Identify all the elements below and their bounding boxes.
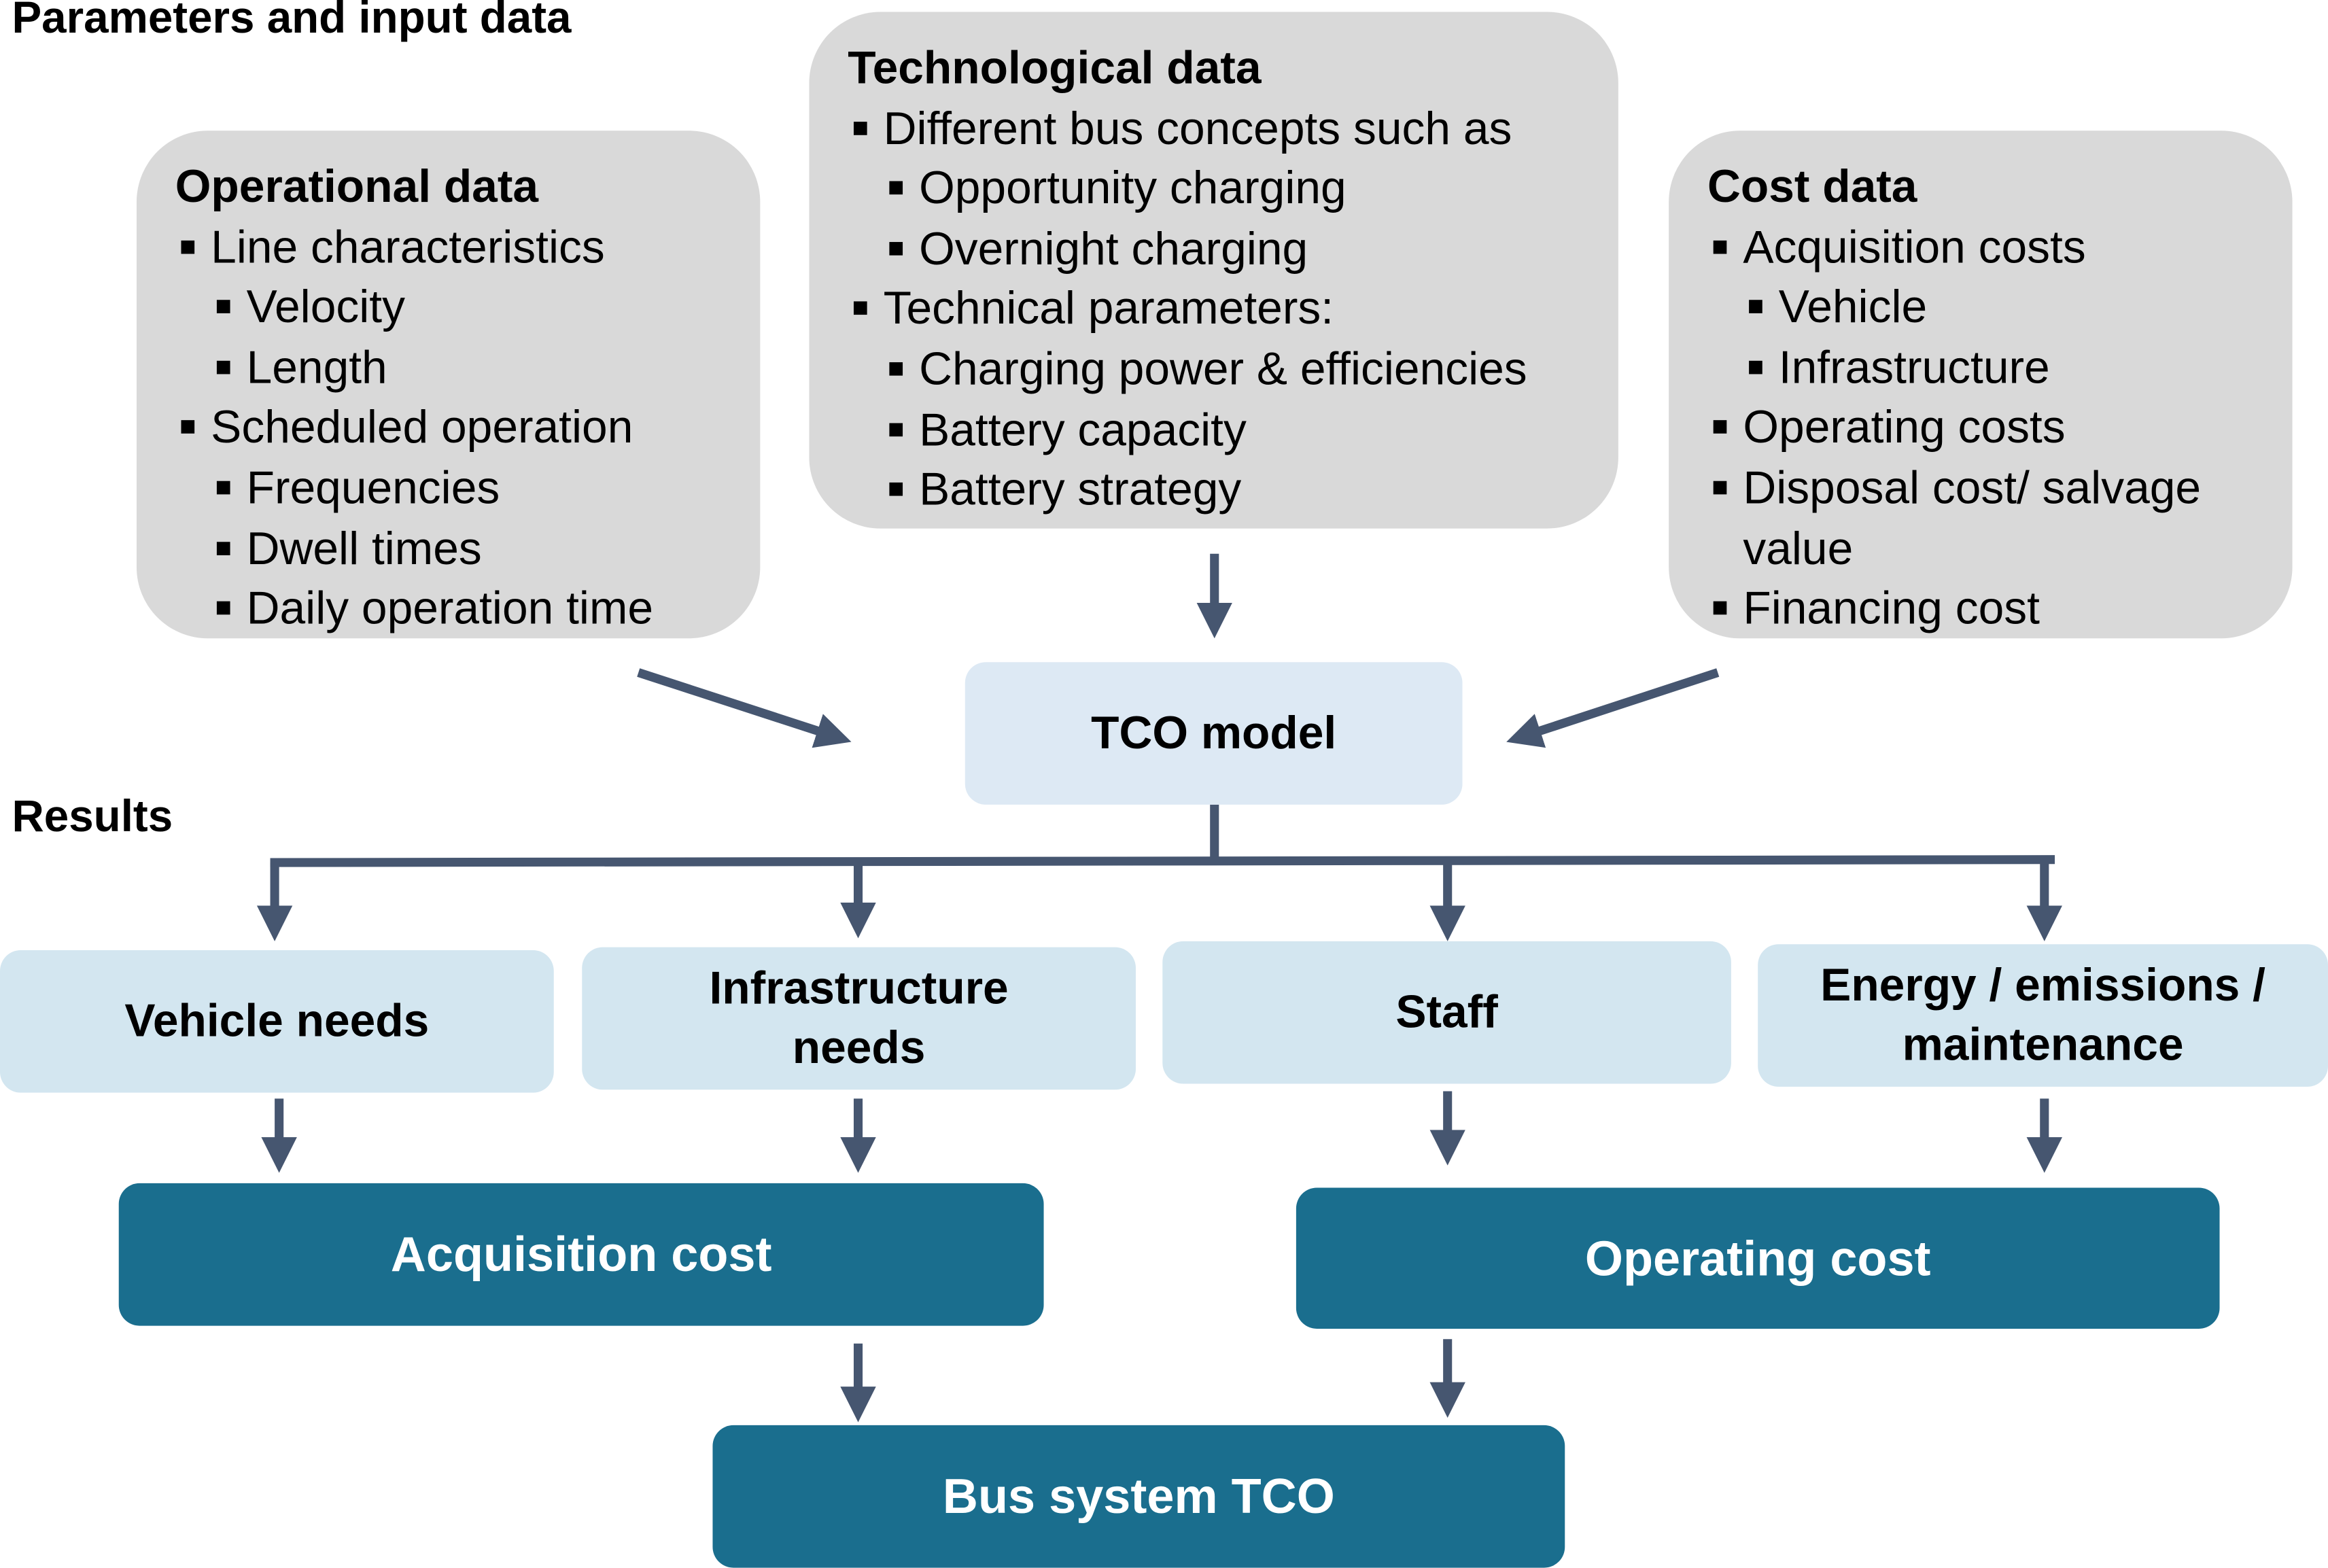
branch-line — [270, 855, 2055, 867]
arrow-operational-to-model — [637, 668, 852, 748]
sub-bullet-item: Overnight charging — [848, 220, 1618, 280]
sub-bullet-item: Dwell times — [175, 519, 761, 580]
bus-system-tco-label: Bus system TCO — [942, 1468, 1335, 1524]
acquisition-cost-label: Acquisition cost — [390, 1226, 772, 1282]
sub-bullet-item: Battery capacity — [848, 400, 1618, 461]
cost-title: Cost data — [1707, 160, 1917, 213]
sub-bullet-item: Length — [175, 338, 761, 399]
vehicle-needs-box: Vehicle needs — [0, 949, 554, 1093]
sub-bullet-item: Battery strategy — [848, 460, 1618, 521]
sub-bullet-item: Opportunity charging — [848, 159, 1618, 220]
sub-bullet-item: Frequencies — [175, 459, 761, 519]
arrow-cost-to-model — [1506, 668, 1720, 748]
operational-title: Operational data — [175, 160, 539, 213]
staff-box: Staff — [1162, 941, 1731, 1084]
technological-title: Technological data — [848, 41, 1262, 94]
sub-bullet-item: Velocity — [175, 278, 761, 338]
operating-cost-label: Operating cost — [1584, 1230, 1931, 1285]
results-heading: Results — [12, 792, 173, 842]
staff-label: Staff — [1395, 986, 1498, 1038]
bullet-item: Financing cost — [1707, 579, 2293, 640]
bus-system-tco-box: Bus system TCO — [712, 1425, 1565, 1568]
operating-cost-box: Operating cost — [1296, 1187, 2220, 1329]
bullet-item: Scheduled operation — [175, 398, 761, 459]
vehicle-needs-label: Vehicle needs — [124, 994, 430, 1047]
infrastructure-label-2: needs — [792, 1021, 926, 1074]
tco-model-box: TCO model — [965, 662, 1463, 805]
infrastructure-needs-box: Infrastructure needs — [582, 947, 1136, 1090]
bullet-item: Disposal cost/ salvage — [1707, 459, 2293, 519]
technological-data-box: Technological data Different bus concept… — [809, 12, 1618, 529]
bullet-item: Different bus concepts such as — [848, 99, 1618, 159]
bullet-item: Acquisition costs — [1707, 217, 2293, 278]
acquisition-cost-box: Acquisition cost — [118, 1183, 1044, 1326]
bullet-item: Operating costs — [1707, 398, 2293, 459]
infrastructure-label-1: Infrastructure — [709, 962, 1009, 1014]
sub-bullet-item: Infrastructure — [1707, 338, 2293, 399]
energy-label-1: Energy / emissions / — [1820, 959, 2266, 1011]
bullet-item: Technical parameters: — [848, 279, 1618, 340]
sub-bullet-item: Daily operation time — [175, 579, 761, 640]
bullet-item: Line characteristics — [175, 217, 761, 278]
inputs-heading: Parameters and input data — [12, 0, 572, 43]
tco-model-label: TCO model — [1091, 706, 1337, 759]
bullet-item: value — [1743, 521, 1854, 574]
sub-bullet-item: Charging power & efficiencies — [848, 340, 1618, 400]
energy-emissions-maintenance-box: Energy / emissions / maintenance — [1758, 944, 2328, 1087]
sub-bullet-item: Vehicle — [1707, 278, 2293, 338]
energy-label-2: maintenance — [1902, 1018, 2184, 1070]
